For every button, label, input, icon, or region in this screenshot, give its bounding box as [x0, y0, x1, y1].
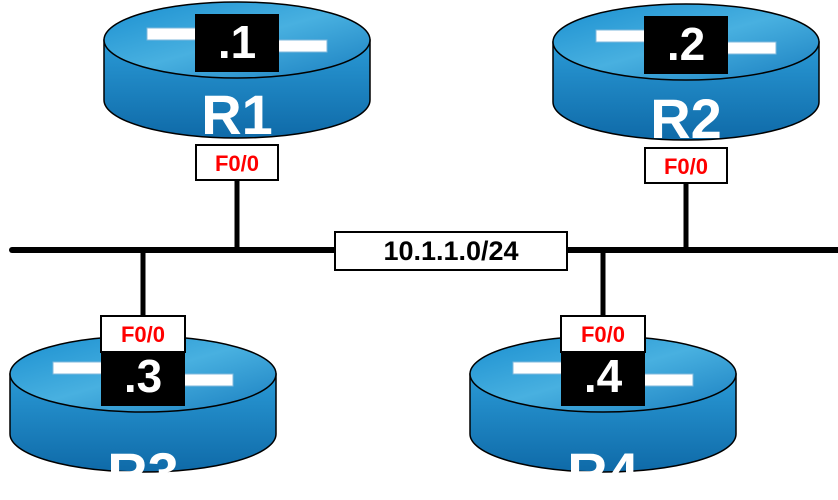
router-name: R2 — [650, 87, 722, 150]
router-r1[interactable]: .1 R1 — [103, 1, 371, 146]
interface-label-text: F0/0 — [664, 154, 708, 179]
host-id-text: .2 — [667, 18, 705, 70]
interface-label-text: F0/0 — [121, 322, 165, 347]
router-r3[interactable]: .3 R3 — [9, 335, 277, 500]
interface-label-r3: F0/0 — [100, 315, 186, 353]
router-name: R3 — [107, 441, 179, 500]
router-r2[interactable]: .2 R2 — [552, 3, 820, 150]
host-id-badge: .2 — [644, 16, 728, 74]
host-id-text: .1 — [218, 16, 256, 68]
subnet-label-text: 10.1.1.0/24 — [383, 236, 518, 266]
interface-label-text: F0/0 — [581, 322, 625, 347]
host-id-badge: .1 — [195, 14, 279, 72]
interface-label-text: F0/0 — [215, 151, 259, 176]
host-id-badge: .4 — [561, 348, 645, 406]
host-id-text: .3 — [124, 350, 162, 402]
host-id-text: .4 — [584, 350, 623, 402]
interface-label-r2: F0/0 — [644, 147, 728, 184]
router-r4[interactable]: .4 R4 — [469, 335, 737, 500]
router-name: R4 — [567, 441, 639, 500]
router-name: R1 — [201, 83, 273, 146]
interface-label-r4: F0/0 — [560, 315, 646, 353]
interface-label-r1: F0/0 — [195, 144, 279, 181]
host-id-badge: .3 — [101, 348, 185, 406]
subnet-label: 10.1.1.0/24 — [334, 231, 568, 271]
